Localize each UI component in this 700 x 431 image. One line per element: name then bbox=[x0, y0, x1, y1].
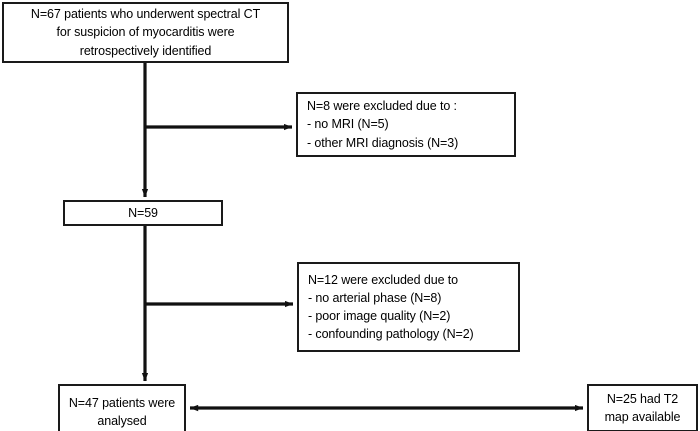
node-analysed-line-2: analysed bbox=[97, 414, 147, 428]
node-source-cohort: N=67 patients who underwent spectral CT … bbox=[2, 2, 289, 63]
node-excluded-2-line-1: N=12 were excluded due to bbox=[308, 272, 459, 287]
node-excluded-2-line-2: - no arterial phase (N=8) bbox=[308, 290, 442, 305]
node-excluded-no-mri: N=8 were excluded due to : - no MRI (N=5… bbox=[296, 92, 516, 157]
node-excluded-2-line-3: - poor image quality (N=2) bbox=[308, 309, 451, 323]
node-analysed-cohort: N=47 patients were analysed bbox=[58, 384, 186, 431]
node-excluded-1-line-2: - no MRI (N=5) bbox=[307, 117, 389, 132]
node-t2-map-subgroup: N=25 had T2 map available bbox=[587, 384, 698, 431]
node-excluded-2-line-4: - confounding pathology (N=2) bbox=[308, 327, 474, 342]
node-source-line-2: for suspicion of myocarditis were bbox=[56, 25, 235, 40]
node-t2map-line-2: map available bbox=[604, 410, 681, 424]
node-source-line-1: N=67 patients who underwent spectral CT bbox=[30, 7, 261, 22]
node-excluded-1-line-3: - other MRI diagnosis (N=3) bbox=[307, 135, 459, 150]
node-excluded-imaging: N=12 were excluded due to - no arterial … bbox=[297, 262, 520, 352]
node-remaining-line-1: N=59 bbox=[128, 205, 158, 220]
node-remaining-59: N=59 bbox=[63, 200, 223, 226]
node-source-line-3: retrospectively identified bbox=[79, 43, 212, 58]
node-excluded-1-line-1: N=8 were excluded due to : bbox=[307, 99, 457, 114]
node-t2map-line-1: N=25 had T2 bbox=[606, 391, 679, 406]
node-analysed-line-1: N=47 patients were bbox=[68, 395, 176, 410]
